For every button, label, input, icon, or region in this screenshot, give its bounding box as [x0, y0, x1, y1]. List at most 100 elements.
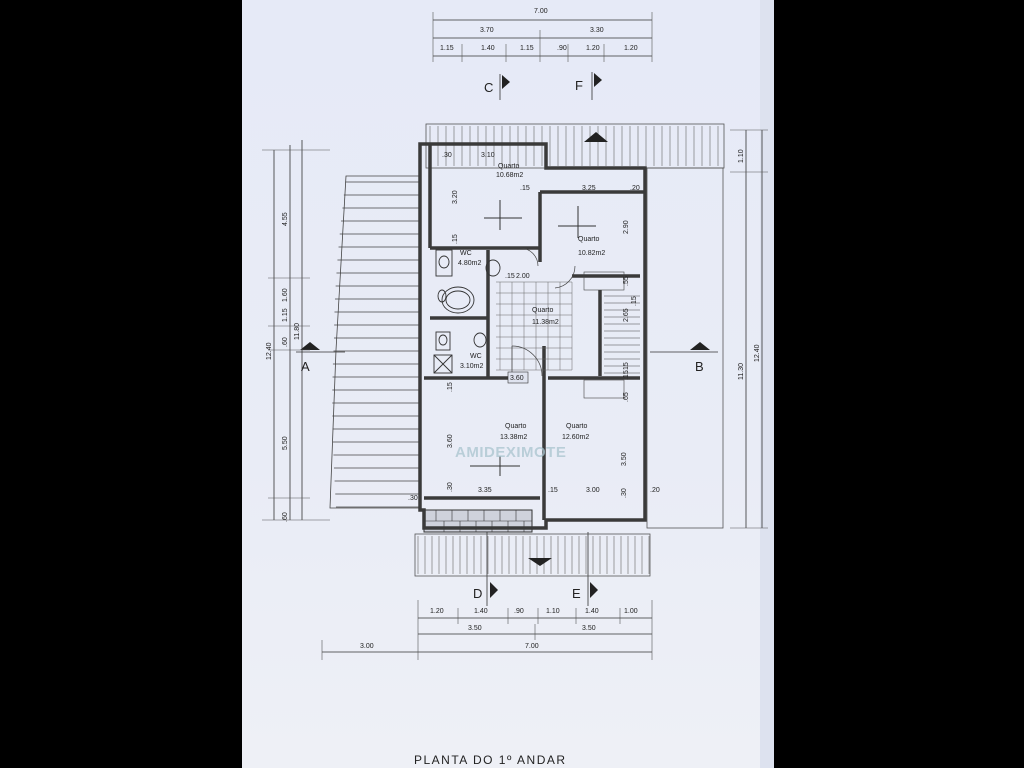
- svg-text:11.38m2: 11.38m2: [532, 319, 559, 326]
- right-roof-panel: [646, 167, 724, 529]
- svg-text:3.35: 3.35: [478, 487, 492, 494]
- dim-box: [507, 371, 529, 384]
- svg-text:.30: .30: [408, 495, 418, 502]
- dim-top-total: 7.00: [534, 8, 548, 15]
- svg-text:.30: .30: [442, 152, 452, 159]
- svg-text:2.90: 2.90: [623, 220, 630, 234]
- svg-text:10.82m2: 10.82m2: [578, 250, 605, 257]
- section-marker-f: F: [575, 72, 602, 100]
- svg-text:3.10m2: 3.10m2: [460, 363, 483, 370]
- svg-text:.30: .30: [447, 482, 454, 492]
- svg-text:F: F: [575, 78, 583, 93]
- svg-text:4.80m2: 4.80m2: [458, 260, 481, 267]
- svg-text:2.65: 2.65: [623, 308, 630, 322]
- dim-bottom-half-2: 3.50: [582, 625, 596, 632]
- dim-left-4: 11.80: [294, 323, 301, 340]
- svg-text:.15: .15: [631, 296, 638, 306]
- dim-top-seg-4: .90: [557, 45, 567, 52]
- svg-text:3.60: 3.60: [447, 434, 454, 448]
- sheet-edge: [760, 0, 774, 768]
- bathroom-fixtures: [433, 249, 501, 374]
- drawing-sheet: [242, 0, 774, 768]
- svg-text:3.50: 3.50: [621, 452, 628, 466]
- center-marks: [470, 200, 596, 476]
- section-marker-a: A: [296, 342, 345, 374]
- svg-text:3.10: 3.10: [481, 152, 495, 159]
- corridor-tile-grid: [496, 281, 573, 371]
- svg-text:Quarto: Quarto: [566, 423, 588, 430]
- svg-text:.15: .15: [623, 362, 630, 372]
- svg-text:.20: .20: [630, 185, 640, 192]
- svg-text:.15: .15: [447, 382, 454, 392]
- svg-text:.15: .15: [505, 273, 515, 280]
- svg-text:Quarto: Quarto: [578, 236, 600, 243]
- dim-top-seg-1: 1.15: [440, 45, 454, 52]
- dim-bottom-seg-2: 1.40: [474, 608, 488, 615]
- svg-text:.15: .15: [548, 487, 558, 494]
- dim-left-7: 5.50: [282, 436, 289, 450]
- dim-top-seg-3: 1.15: [520, 45, 534, 52]
- svg-text:Quarto: Quarto: [532, 307, 554, 314]
- room-quarto-4: Quarto 13.38m2: [500, 423, 527, 441]
- room-wc-2: WC 3.10m2: [460, 353, 483, 370]
- svg-text:.65: .65: [623, 392, 630, 402]
- dim-top-seg-6: 1.20: [624, 45, 638, 52]
- svg-text:.55: .55: [623, 276, 630, 286]
- room-quarto-5: Quarto 12.60m2: [562, 423, 589, 441]
- dim-left-1: 4.55: [282, 212, 289, 226]
- top-roof-band: [425, 123, 725, 169]
- section-marker-b: B: [650, 342, 718, 374]
- room-quarto-2: Quarto 10.82m2: [578, 236, 605, 257]
- dim-right-1: 1.10: [738, 149, 745, 163]
- room-labels: Quarto 10.68m2 Quarto 10.82m2 Quarto 11.…: [458, 163, 605, 441]
- dim-right-3: 12.40: [754, 344, 761, 362]
- dim-bottom-left: 3.00: [360, 643, 374, 650]
- dim-right-2: 11.30: [738, 363, 745, 380]
- bottom-dimension-chain: 1.20 1.40 .90 1.10 1.40 1.00 3.50 3.50 3…: [321, 600, 653, 660]
- stair-flight: [583, 271, 640, 399]
- right-dimension-chain: 1.10 11.30 12.40: [730, 129, 768, 529]
- bottom-roof-band: [414, 533, 651, 577]
- watermark: AMIDEXIMOTE: [455, 444, 566, 461]
- dim-top-seg-2: 1.40: [481, 45, 495, 52]
- svg-text:.15: .15: [623, 370, 630, 380]
- dim-left-2: 1.60: [282, 288, 289, 302]
- svg-text:.15: .15: [520, 185, 530, 192]
- inner-dimensions: .30 3.10 3.20 .15 3.25 .20 2.90 .15 .15 …: [408, 152, 660, 502]
- room-quarto-3: Quarto 11.38m2: [532, 307, 559, 326]
- svg-text:WC: WC: [460, 250, 472, 257]
- dim-bottom-total: 7.00: [525, 643, 539, 650]
- room-quarto-1: Quarto 10.68m2: [496, 163, 523, 179]
- svg-text:C: C: [484, 80, 493, 95]
- svg-text:10.68m2: 10.68m2: [496, 172, 523, 179]
- dim-top-right: 3.30: [590, 27, 604, 34]
- svg-text:E: E: [572, 586, 581, 601]
- svg-text:3.25: 3.25: [582, 185, 596, 192]
- svg-text:WC: WC: [470, 353, 482, 360]
- svg-text:12.60m2: 12.60m2: [562, 434, 589, 441]
- left-dimension-chain: 4.55 1.60 1.15 11.80 .60 12.40 5.50 .60: [262, 140, 330, 522]
- dim-top-left: 3.70: [480, 27, 494, 34]
- svg-text:D: D: [473, 586, 482, 601]
- section-marker-d: D: [473, 532, 498, 606]
- dim-bottom-half-1: 3.50: [468, 625, 482, 632]
- room-wc-1: WC 4.80m2: [458, 250, 481, 267]
- svg-text:3.60: 3.60: [510, 375, 524, 382]
- svg-text:3.20: 3.20: [452, 190, 459, 204]
- svg-text:2.00: 2.00: [516, 273, 530, 280]
- dim-bottom-seg-1: 1.20: [430, 608, 444, 615]
- dim-bottom-seg-4: 1.10: [546, 608, 560, 615]
- top-dimension-chain: 7.00 3.70 3.30 1.15 1.40 1.15 .90 1.20 1…: [432, 8, 653, 62]
- dim-left-8: .60: [282, 512, 289, 522]
- svg-text:Quarto: Quarto: [498, 163, 520, 170]
- dim-left-5: .60: [282, 337, 289, 347]
- svg-text:.15: .15: [452, 234, 459, 244]
- section-marker-c: C: [484, 74, 510, 100]
- left-terrace-hatch: [329, 175, 421, 509]
- door-swings: [511, 247, 576, 377]
- svg-text:.30: .30: [621, 488, 628, 498]
- dim-top-seg-5: 1.20: [586, 45, 600, 52]
- drawing-title: PLANTA DO 1º ANDAR: [414, 753, 567, 767]
- section-marker-e: E: [572, 532, 598, 606]
